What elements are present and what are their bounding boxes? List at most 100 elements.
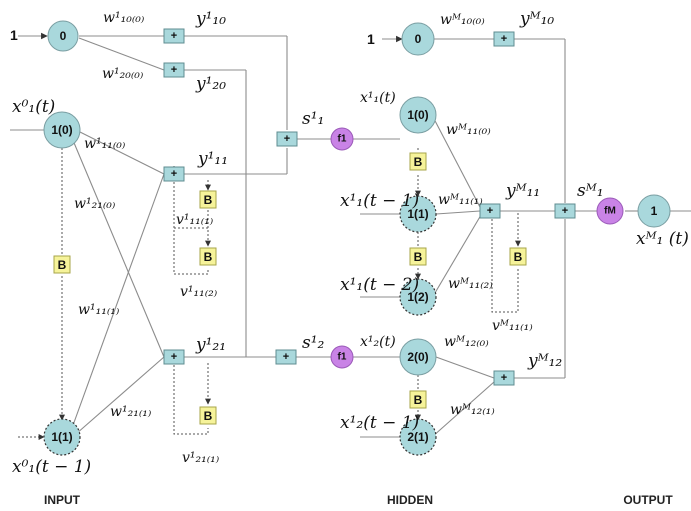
label-x1-t-2: x¹₁(t − 2) (340, 275, 419, 295)
input-delay-label: B (58, 258, 67, 272)
label-xM-1: xᴹ₁ (t) (636, 229, 689, 249)
sum-yM11 (479, 203, 501, 219)
delay-yM11 (509, 247, 527, 266)
input-node-1-1-label: 1(1) (51, 430, 72, 444)
sum-s1-symbol: + (284, 133, 290, 145)
delay-yM11-label: B (514, 250, 523, 264)
delay-h1-b-label: B (414, 250, 423, 264)
input-bias-node (47, 20, 79, 52)
output-node-1 (637, 194, 671, 228)
delay-h1-b (409, 247, 427, 266)
label-y-21: y¹₂₁ (195, 335, 226, 355)
label-wM-12-0: wᴹ₁₂₍₀₎ (444, 334, 489, 350)
output-bias-value: 1 (367, 31, 375, 47)
delay-y11-2-label: B (204, 250, 213, 264)
label-vM-11-1: vᴹ₁₁₍₁₎ (492, 318, 533, 334)
input-bias-node-label: 0 (60, 29, 67, 43)
input-delay-box (53, 255, 71, 274)
activation-fM-label: fM (604, 206, 616, 217)
hidden-node-1-0-label: 1(0) (407, 108, 428, 122)
label-x2-t: x¹₂(t) (360, 334, 396, 350)
hidden-layer: f1 f1 1(0) 1(1) 1(2) 2(0) 2(1) (330, 96, 437, 456)
sum-y20 (163, 62, 185, 78)
sum-y10 (163, 28, 185, 44)
section-input: INPUT (44, 493, 81, 507)
label-y-10: y¹₁₀ (195, 9, 226, 29)
label-w-20-0: w¹₂₀₍₀₎ (102, 66, 144, 82)
hidden-node-2-1-label: 2(1) (407, 430, 428, 444)
delay-y11-1 (199, 190, 217, 209)
label-x-input-t-1: x⁰₁(t − 1) (12, 457, 91, 477)
hidden-node-1-2 (399, 278, 437, 316)
delay-y21-label: B (204, 409, 213, 423)
label-wM-10-0: wᴹ₁₀₍₀₎ (440, 12, 485, 28)
sum-sM1 (554, 203, 576, 219)
sum-yM11-symbol: + (487, 205, 493, 217)
sum-y11-symbol: + (171, 168, 177, 180)
label-yM-12: yᴹ₁₂ (527, 351, 562, 371)
label-wM-11-1: wᴹ₁₁₍₁₎ (438, 192, 483, 208)
hidden-node-1-0 (399, 96, 437, 134)
sum-yM10 (493, 31, 515, 47)
weight-labels: w¹₁₀₍₀₎ w¹₂₀₍₀₎ y¹₁₀ y¹₂₀ x⁰₁(t) x⁰₁(t −… (12, 9, 689, 477)
label-wM-11-2: wᴹ₁₁₍₂₎ (448, 276, 493, 292)
input-bias-value: 1 (10, 27, 18, 43)
label-x1-t: x¹₁(t) (360, 90, 396, 106)
label-w-10-0: w¹₁₀₍₀₎ (103, 10, 145, 26)
sum-nodes: + + + + + + + + + + (163, 28, 576, 386)
delay-h2 (409, 390, 427, 409)
label-v-11-2: v¹₁₁₍₂₎ (180, 284, 218, 300)
hidden-node-2-1 (399, 418, 437, 456)
sum-y21-symbol: + (171, 351, 177, 363)
hidden-node-1-1-label: 1(1) (407, 207, 428, 221)
section-output: OUTPUT (623, 493, 673, 507)
activation-f1-top (330, 127, 354, 151)
label-sM-1: sᴹ₁ (577, 181, 604, 201)
hidden-node-2-0 (399, 338, 437, 376)
label-y-11: y¹₁₁ (197, 149, 228, 169)
output-bias-node-label: 0 (415, 32, 422, 46)
label-wM-12-1: wᴹ₁₂₍₁₎ (450, 402, 495, 418)
label-x-input-t: x⁰₁(t) (12, 97, 55, 117)
output-layer: 1 0 fM 1 (367, 22, 671, 228)
hidden-node-1-1 (399, 195, 437, 233)
sum-yM10-symbol: + (501, 33, 507, 45)
sum-y20-symbol: + (171, 64, 177, 76)
label-w-21-1: w¹₂₁₍₁₎ (110, 404, 152, 420)
label-x2-t-1: x¹₂(t − 1) (340, 413, 419, 433)
label-x1-t-1: x¹₁(t − 1) (340, 191, 419, 211)
hidden-node-1-2-label: 1(2) (407, 290, 428, 304)
label-w-11-0: w¹₁₁₍₀₎ (84, 136, 126, 152)
input-node-1-1 (43, 418, 81, 456)
section-hidden: HIDDEN (387, 493, 433, 507)
activation-f1-top-label: f1 (338, 134, 347, 145)
label-w-11-1: w¹₁₁₍₁₎ (78, 302, 120, 318)
sum-s2-symbol: + (283, 351, 289, 363)
label-v-11-1: v¹₁₁₍₁₎ (176, 212, 214, 228)
activation-fM (596, 197, 624, 225)
sum-sM1-symbol: + (562, 205, 568, 217)
activation-f1-bottom (330, 345, 354, 369)
delay-y11-1-label: B (204, 193, 213, 207)
sum-s2 (275, 349, 297, 365)
output-node-1-label: 1 (651, 204, 658, 218)
input-node-1-0-label: 1(0) (51, 123, 72, 137)
label-yM-11: yᴹ₁₁ (505, 181, 540, 201)
input-node-1-0 (43, 111, 81, 149)
hidden-node-2-0-label: 2(0) (407, 350, 428, 364)
sum-y11 (163, 166, 185, 182)
sum-y21 (163, 349, 185, 365)
label-s-1: s¹₁ (302, 109, 324, 129)
activation-f1-bottom-label: f1 (338, 352, 347, 363)
sum-yM12-symbol: + (501, 372, 507, 384)
output-bias-node (401, 22, 435, 56)
delay-h2-label: B (414, 393, 423, 407)
sum-yM12 (493, 370, 515, 386)
label-y-20: y¹₂₀ (195, 74, 226, 94)
delay-y11-2 (199, 247, 217, 266)
sum-y10-symbol: + (171, 30, 177, 42)
delay-h1-a-label: B (414, 155, 423, 169)
section-labels: INPUT HIDDEN OUTPUT (44, 493, 673, 507)
connections (10, 32, 691, 440)
